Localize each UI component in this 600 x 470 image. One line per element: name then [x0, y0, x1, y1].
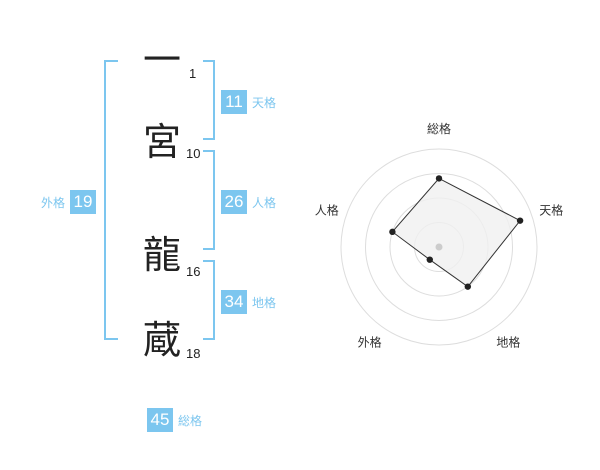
- name-char-1: 一: [142, 38, 181, 82]
- chikaku-badge: 34 地格: [221, 290, 276, 314]
- gaikaku-value: 19: [70, 190, 97, 214]
- radar-ring-1: [340, 148, 538, 346]
- radar-point-2: [516, 217, 524, 224]
- radar-center-dot: [435, 243, 443, 251]
- tenkaku-value: 11: [221, 90, 247, 114]
- gaikaku-label: 外格: [41, 195, 66, 210]
- radar-axis-label-1: 総格: [427, 121, 451, 136]
- name-char-3: 龍: [142, 233, 181, 277]
- jinkaku-bracket: [203, 150, 215, 250]
- jinkaku-value: 26: [221, 190, 247, 214]
- radar-points: [389, 175, 524, 290]
- jinkaku-badge: 26 人格: [221, 190, 276, 214]
- soukaku-value: 45: [147, 408, 173, 432]
- chikaku-bracket: [203, 260, 215, 340]
- chikaku-value: 34: [221, 290, 247, 314]
- radar-axis-label-5: 人格: [315, 203, 339, 218]
- radar-ring-2: [365, 173, 513, 321]
- name-char-2: 宮: [142, 120, 181, 164]
- jinkaku-label: 人格: [252, 195, 277, 210]
- radar-axis-label-3: 地格: [496, 334, 520, 349]
- radar-polygon: [391, 177, 521, 288]
- radar-axis-label-2: 天格: [539, 203, 563, 218]
- stroke-count-2: 10: [186, 146, 201, 161]
- tenkaku-bracket: [203, 60, 215, 140]
- radar-point-1: [435, 175, 443, 182]
- gaikaku-badge: 外格 19: [41, 190, 97, 214]
- name-char-4: 蔵: [142, 318, 181, 362]
- gaikaku-bracket: [104, 60, 118, 340]
- tenkaku-badge: 11 天格: [221, 90, 276, 114]
- stroke-count-4: 18: [186, 346, 201, 361]
- radar-axis-label-4: 外格: [358, 334, 382, 349]
- soukaku-badge: 45 総格: [147, 408, 202, 432]
- stroke-count-3: 16: [186, 264, 201, 279]
- tenkaku-label: 天格: [252, 95, 277, 110]
- chikaku-label: 地格: [252, 295, 277, 310]
- radar-point-5: [389, 228, 396, 236]
- soukaku-label: 総格: [178, 413, 203, 428]
- radar-point-4: [426, 256, 433, 263]
- radar-point-3: [464, 283, 472, 290]
- stroke-count-1: 1: [189, 66, 197, 81]
